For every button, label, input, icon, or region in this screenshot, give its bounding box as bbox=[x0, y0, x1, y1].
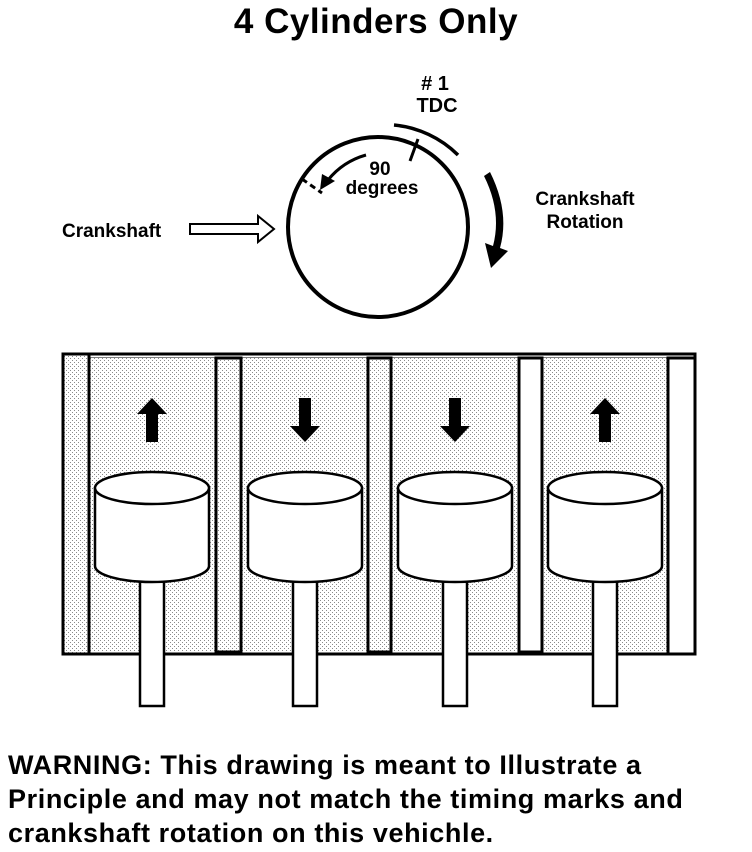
piston-top-3 bbox=[396, 470, 514, 506]
cylinder-wall-3 bbox=[366, 356, 393, 654]
rotation-arrow bbox=[484, 172, 508, 268]
piston-top-2 bbox=[246, 470, 364, 506]
warning-line-3: crankshaft rotation on this vehichle. bbox=[8, 818, 494, 848]
tdc-arc bbox=[393, 123, 460, 157]
cylinder-wall-4 bbox=[517, 356, 544, 654]
connecting-rod-4 bbox=[591, 578, 619, 708]
ninety-degree-arrowhead bbox=[320, 174, 335, 190]
crankshaft-pointer-arrow bbox=[189, 213, 276, 245]
ninety-degree-arc bbox=[326, 153, 367, 181]
piston-2 bbox=[246, 486, 364, 584]
down-arrow-icon-3 bbox=[440, 398, 470, 442]
cylinder-wall-1 bbox=[61, 352, 91, 656]
cylinder-wall-2 bbox=[214, 356, 243, 654]
tdc-mark bbox=[408, 138, 420, 162]
warning-line-2: Principle and may not match the timing m… bbox=[8, 784, 684, 814]
degrees-unit-label: degrees bbox=[346, 178, 419, 199]
down-arrow-icon-2 bbox=[290, 398, 320, 442]
up-arrow-icon-4 bbox=[590, 398, 620, 442]
piston-1 bbox=[93, 486, 211, 584]
tdc-label-text: TDC bbox=[416, 95, 457, 117]
rotation-label-line2: Rotation bbox=[546, 212, 623, 233]
warning-note: WARNING: This drawing is meant to Illust… bbox=[8, 748, 748, 850]
piston-4 bbox=[546, 486, 664, 584]
page-title: 4 Cylinders Only bbox=[233, 2, 519, 41]
connecting-rod-1 bbox=[138, 578, 166, 708]
cylinder-wall-5 bbox=[666, 356, 697, 656]
degrees-value-label: 90 bbox=[369, 159, 390, 180]
rotation-label-line1: Crankshaft bbox=[535, 189, 635, 210]
connecting-rod-2 bbox=[291, 578, 319, 708]
ninety-degree-mark bbox=[301, 177, 323, 195]
pistons-layer bbox=[93, 398, 664, 708]
piston-top-1 bbox=[93, 470, 211, 506]
crankshaft-label: Crankshaft bbox=[62, 221, 162, 242]
tdc-label-number: # 1 bbox=[421, 73, 449, 95]
warning-line-1: WARNING: This drawing is meant to Illust… bbox=[8, 750, 642, 780]
up-arrow-icon-1 bbox=[137, 398, 167, 442]
piston-top-4 bbox=[546, 470, 664, 506]
connecting-rod-3 bbox=[441, 578, 469, 708]
piston-3 bbox=[396, 486, 514, 584]
